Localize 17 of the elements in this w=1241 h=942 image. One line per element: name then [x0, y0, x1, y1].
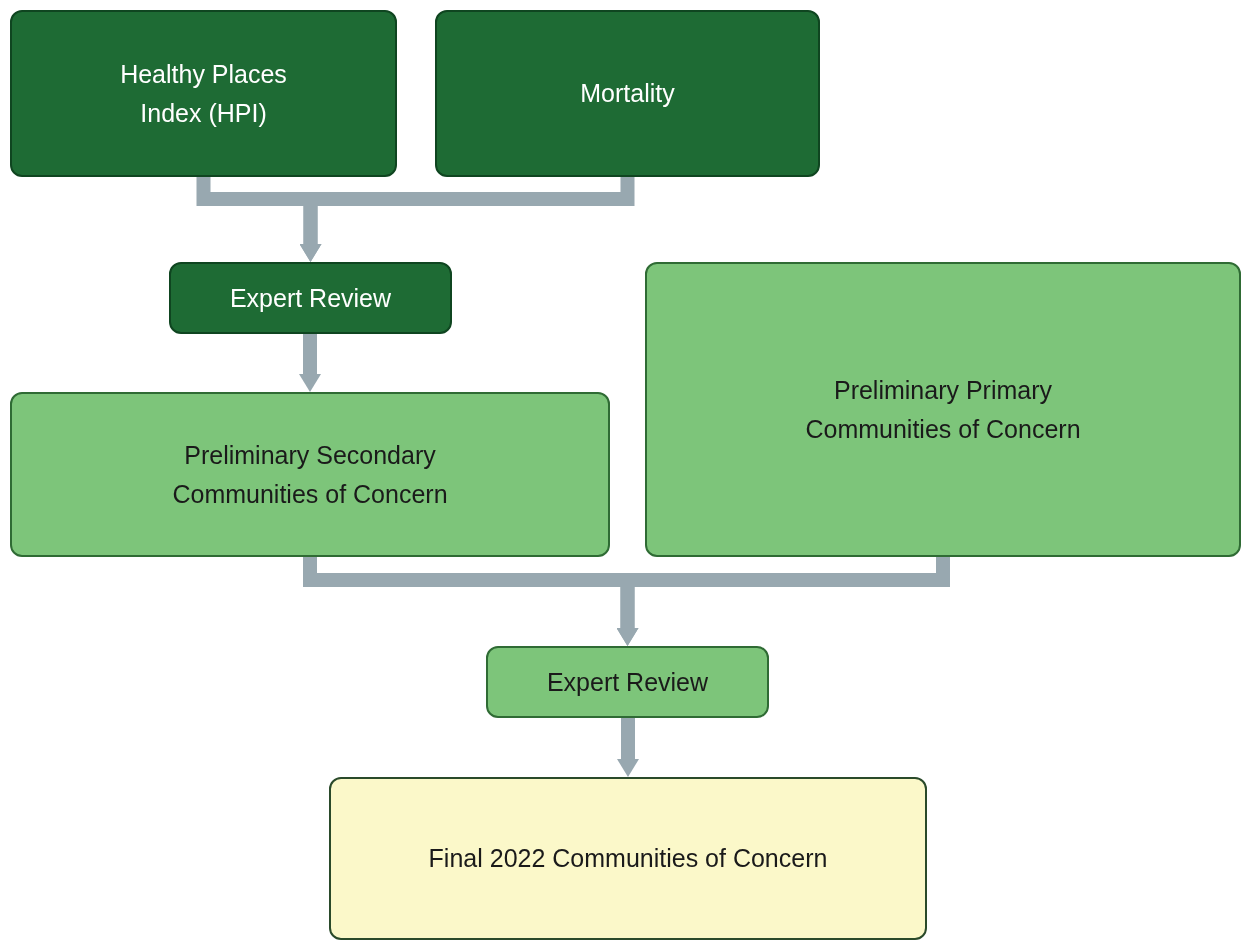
- arrow: [617, 718, 639, 777]
- process-box: [435, 10, 820, 177]
- box-label: Expert Review: [229, 282, 392, 314]
- process-box: [645, 262, 1241, 557]
- arrow: [299, 334, 321, 392]
- process-box: [169, 262, 452, 334]
- box-label: Final 2022 Communities of Concern: [428, 843, 828, 875]
- box-label: Preliminary Primary Communities of Concern: [804, 374, 1082, 445]
- box-label: Mortality: [580, 78, 675, 110]
- process-box: [486, 646, 769, 718]
- arrow: [299, 177, 635, 262]
- process-box: [329, 777, 927, 940]
- box-label: Expert Review: [546, 666, 709, 698]
- box-label: Healthy Places Index (HPI): [119, 58, 288, 129]
- process-box: [10, 392, 610, 557]
- box-label: Preliminary Secondary Communities of Concern: [171, 439, 449, 510]
- process-box: [10, 10, 397, 177]
